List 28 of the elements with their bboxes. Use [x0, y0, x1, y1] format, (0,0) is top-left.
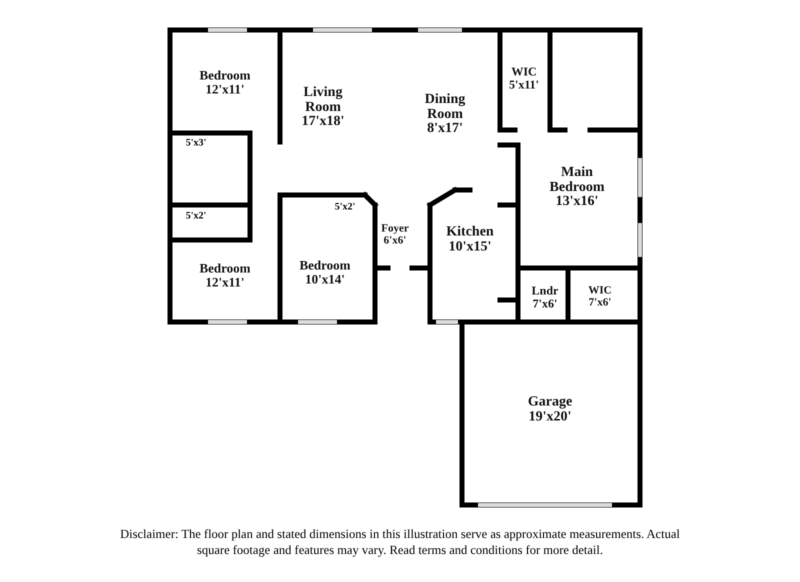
room-name: Garage [528, 395, 572, 410]
room-dimensions: 7'x6' [532, 297, 558, 310]
closet-dimensions: 5'x2' [186, 210, 206, 222]
room-name: Bedroom [299, 258, 351, 272]
room-name: Bedroom [199, 68, 251, 82]
room-dimensions: 6'x6' [382, 235, 408, 247]
room-dimensions: 8'x17' [426, 122, 464, 138]
room-dimensions: 13'x16' [554, 195, 600, 210]
room-name: Living Room [302, 86, 344, 116]
closet-dimensions: 5'x3' [186, 138, 206, 148]
room-name: Kitchen [446, 225, 494, 240]
room-name: Lndr [532, 284, 558, 297]
room-dimensions: 12'x11' [204, 82, 246, 96]
room-name: Main Bedroom [548, 166, 606, 196]
room-dimensions: 10'x15' [448, 240, 492, 255]
room-dimensions: 17'x18' [300, 115, 346, 130]
room-name: Foyer [381, 223, 409, 235]
room-name: Dining Room [424, 92, 466, 122]
room-dimensions: 19'x20' [528, 410, 572, 425]
closet-dimensions: 5'x2' [334, 202, 356, 212]
room-dimensions: 12'x11' [204, 275, 246, 289]
room-dimensions: 10'x14' [304, 272, 346, 286]
room-name: WIC [510, 65, 538, 78]
room-name: Bedroom [199, 261, 251, 275]
room-name: WIC [588, 285, 612, 297]
room-dimensions: 7'x6' [588, 297, 612, 309]
room-dimensions: 5'x11' [509, 78, 539, 91]
disclaimer-text: Disclaimer: The floor plan and stated dimensions in this illustration serve as approximate measurements. Actual square footage and features may vary. Read terms and conditions for more detail. [119, 526, 681, 558]
